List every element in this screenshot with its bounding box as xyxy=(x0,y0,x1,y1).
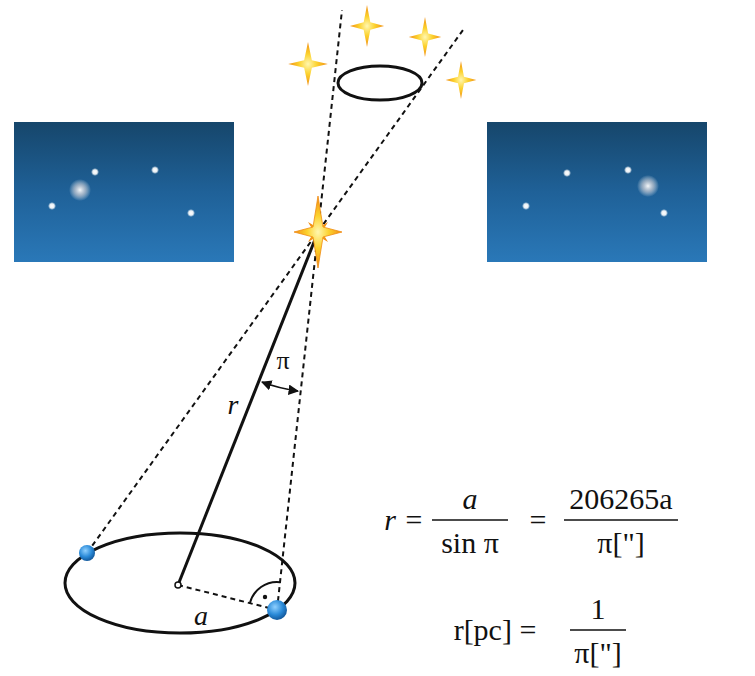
star xyxy=(446,61,477,99)
sight-line xyxy=(87,30,463,553)
earth xyxy=(79,545,95,561)
sky-panel-left xyxy=(14,122,234,262)
star xyxy=(288,42,328,86)
background-star xyxy=(624,166,632,174)
baseline xyxy=(178,585,277,610)
fraction-bar xyxy=(564,519,678,521)
background-star xyxy=(522,202,530,210)
formula-term: r = xyxy=(382,505,425,535)
earth xyxy=(267,600,287,620)
blurred-star xyxy=(69,179,91,201)
fraction-bar xyxy=(432,519,508,521)
formula-term: = xyxy=(528,505,549,535)
fraction-bar xyxy=(570,629,626,631)
sky-panel xyxy=(487,122,707,262)
star xyxy=(350,5,384,47)
baseline-label: a xyxy=(192,602,210,630)
formula-numerator: 1 xyxy=(589,594,608,624)
sky-panel xyxy=(14,122,234,262)
right-angle-dot xyxy=(263,595,267,599)
formula-numerator: 206265a xyxy=(567,484,674,514)
formula-denominator: π["] xyxy=(595,528,646,558)
background-star xyxy=(660,209,668,217)
parallax-ellipse xyxy=(338,66,422,100)
near-star xyxy=(294,196,342,268)
formula-numerator: a xyxy=(461,484,480,514)
distance-label: r xyxy=(226,391,241,419)
background-star xyxy=(563,169,571,177)
background-star xyxy=(187,209,195,217)
sky-panel-right xyxy=(487,122,707,262)
star xyxy=(409,17,441,57)
formula-denominator: sin π xyxy=(439,528,501,558)
distance-line xyxy=(178,232,318,585)
distant-stars xyxy=(288,5,476,99)
sun-point xyxy=(175,582,181,588)
blurred-star xyxy=(637,175,659,197)
right-angle-arc xyxy=(250,582,280,603)
earth-orbit xyxy=(65,533,295,633)
background-star xyxy=(151,166,159,174)
formula-denominator: π["] xyxy=(572,638,623,668)
background-star xyxy=(91,168,99,176)
star xyxy=(294,196,342,268)
angle-symbol: π xyxy=(274,348,291,374)
background-star xyxy=(48,202,56,210)
angle-arc xyxy=(262,382,298,391)
formula-term: r[pc] = xyxy=(452,615,539,645)
